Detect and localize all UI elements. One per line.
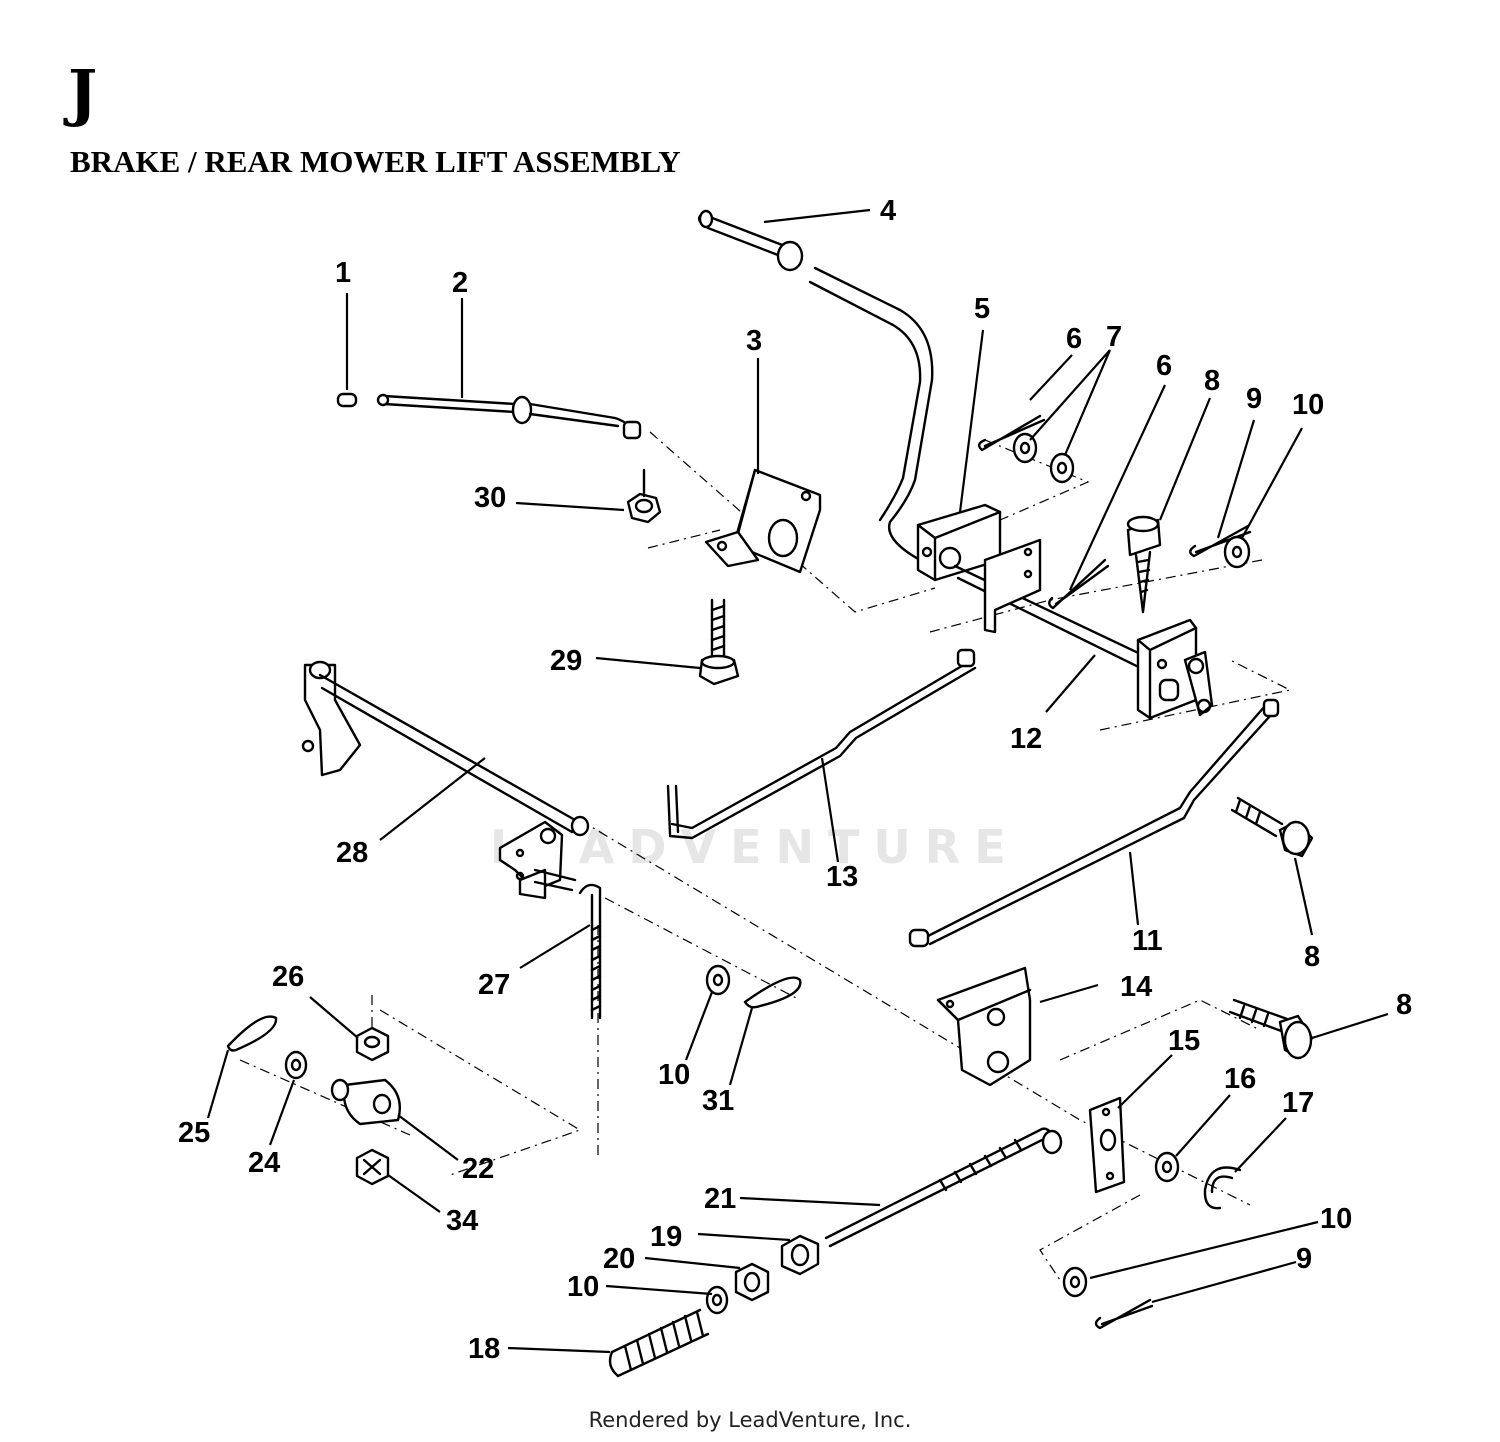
callout-4: 4 [880,195,896,227]
callout-leaders [206,208,1389,1354]
section-letter: J [68,56,98,129]
callout-14: 14 [1120,971,1152,1003]
callout-8-lower: 8 [1396,989,1412,1021]
callout-numbers: 1 2 3 4 5 6 7 6 8 9 10 30 29 12 13 11 8 … [178,195,1412,1365]
callout-1: 1 [335,257,351,289]
callout-12: 12 [1010,723,1042,755]
part-22-trunnion [330,1078,402,1126]
part-17-e-clip [1203,1166,1242,1210]
part-12-lift-shaft [953,538,1214,720]
part-5-pivot-bracket [916,503,1002,582]
diagram-title: BRAKE / REAR MOWER LIFT ASSEMBLY [70,144,681,179]
rendered-by-footer: Rendered by LeadVenture, Inc. [588,1408,912,1432]
part-14-bracket [936,966,1032,1087]
callout-6-lower: 6 [1156,350,1172,382]
part-34-nut [355,1148,390,1186]
part-2-brake-rod [376,393,642,440]
callout-31: 31 [702,1085,734,1117]
callout-17: 17 [1282,1087,1314,1119]
callout-10-lower: 10 [567,1271,599,1303]
middle-washer-hairpin [705,964,802,1009]
part-28-rockshaft [301,660,590,900]
callout-9-upper: 9 [1246,383,1262,415]
callout-6-upper: 6 [1066,323,1082,355]
callout-26: 26 [272,961,304,993]
callout-25: 25 [178,1117,210,1149]
part-29-bolt [698,598,740,686]
callout-19: 19 [650,1221,682,1253]
callout-11: 11 [1132,925,1163,957]
callout-16: 16 [1224,1063,1256,1095]
lower-right-washer-cotter [1062,1266,1154,1330]
callout-5: 5 [974,293,990,325]
part-8-bolt-vertical [1126,515,1162,614]
part-11-lift-link [908,698,1280,948]
part-1-pin [336,392,358,408]
callout-29: 29 [550,645,582,677]
part-30-nut [626,468,662,524]
callout-3: 3 [746,325,762,357]
callout-27: 27 [478,969,510,1001]
part-18-spring [608,1308,710,1378]
callout-8-middle: 8 [1304,941,1320,973]
callout-13: 13 [826,861,858,893]
upper-hardware-pins-washers [977,414,1252,610]
part-4-handle-grip [697,209,934,562]
callout-8-upper: 8 [1204,365,1220,397]
callout-24: 24 [248,1147,280,1179]
callout-20: 20 [603,1243,635,1275]
part-16-washer [1154,1151,1180,1183]
part-3-bracket [704,468,822,574]
callout-7: 7 [1106,321,1122,353]
part-24-washer [284,1050,308,1080]
part-20-nut [734,1262,770,1302]
callout-15: 15 [1168,1025,1200,1057]
callout-9-lower: 9 [1296,1243,1312,1275]
part-21-threaded-rod [824,1127,1063,1248]
callout-28: 28 [336,837,368,869]
part-19-nut [780,1234,820,1276]
callout-18: 18 [468,1333,500,1365]
callout-30: 30 [474,482,506,514]
part-13-lift-link [666,648,977,840]
callout-22: 22 [462,1153,494,1185]
part-8-bolt-middle [1230,796,1314,858]
callout-10-middle: 10 [658,1059,690,1091]
callout-10-right: 10 [1320,1203,1352,1235]
part-26-nut [355,1026,390,1062]
part-10-washer-lower [705,1285,729,1315]
callout-34: 34 [446,1205,478,1237]
part-8-bolt-lower [1228,998,1314,1060]
callout-10-upper: 10 [1292,389,1324,421]
part-15-plate [1088,1096,1126,1194]
assembly-centerlines [239,431,1292,1281]
part-27-eyebolt [578,883,602,1020]
callout-21: 21 [704,1183,736,1215]
callout-2: 2 [452,267,468,299]
part-25-hairpin [226,1015,278,1052]
